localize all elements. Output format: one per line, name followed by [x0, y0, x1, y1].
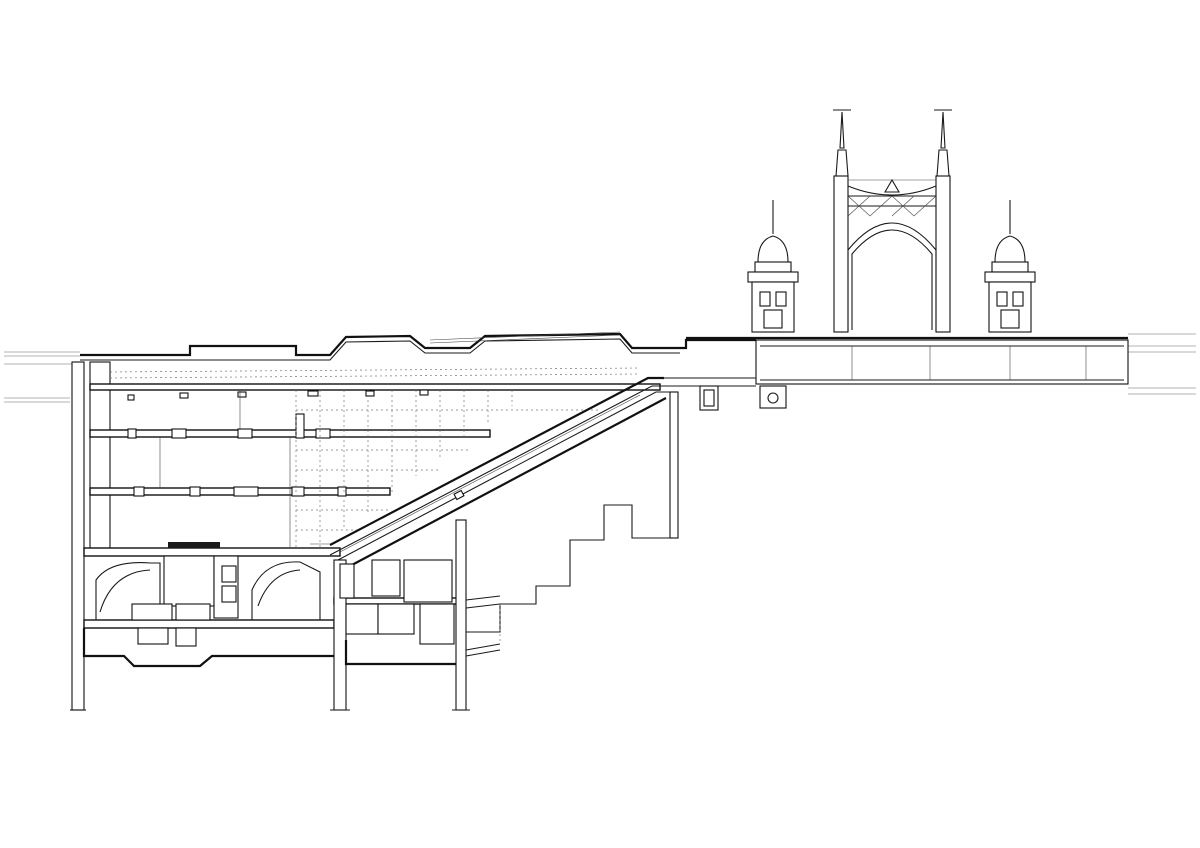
- escalator: [310, 376, 676, 567]
- right-tower: [984, 200, 1036, 333]
- station-roof: [80, 331, 756, 361]
- foundation: [82, 595, 501, 668]
- slab-openings: [127, 389, 429, 497]
- bridge-deck: [664, 336, 1129, 411]
- left-wall: [70, 361, 111, 711]
- left-tower: [747, 200, 799, 333]
- excavation-steps: [466, 504, 670, 633]
- interior-walls: [159, 390, 291, 548]
- street-level: [4, 333, 1196, 403]
- platform-tunnels: [95, 542, 455, 647]
- bridge-pylon: [833, 109, 952, 333]
- glass-facade-grid: [109, 367, 641, 548]
- right-walls: [330, 391, 679, 711]
